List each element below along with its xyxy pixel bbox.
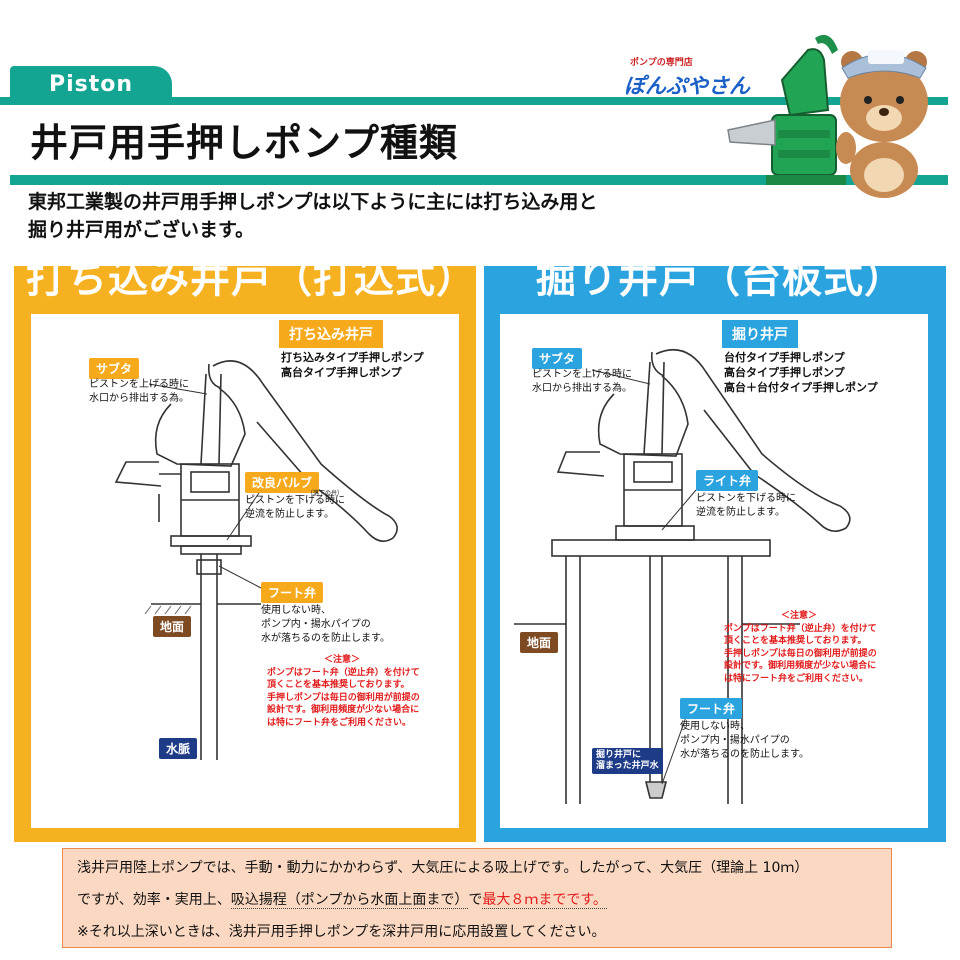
note-line: 手押しポンプは毎日の御利用が前提の <box>267 692 420 703</box>
valve-sub: （落下の弁） <box>307 490 344 497</box>
note-line: 設計です。御利用頻度が少ない場合に <box>267 705 420 715</box>
suction-note-box: 浅井戸用陸上ポンプでは、手動・動力にかかわらず、大気圧による吸上げです。したがっ… <box>62 848 892 948</box>
foot-desc-line: 使用しない時、 <box>680 721 750 732</box>
valve-desc-line: ピストンを下げる時に <box>245 495 345 506</box>
type-tag-dug-well: 掘り井戸 <box>722 320 798 348</box>
type-tag-driven-well: 打ち込み井戸 <box>279 320 383 348</box>
header-band <box>0 97 948 105</box>
foot-valve-tag: フート弁 <box>680 698 743 719</box>
footer-line-1: 浅井戸用陸上ポンプでは、手動・動力にかかわらず、大気圧による吸上げです。したがっ… <box>77 860 809 876</box>
ground-tag: 地面 <box>153 616 192 637</box>
type-item: 高台タイプ手押しポンプ <box>724 366 845 379</box>
foot-valve-description: 使用しない時、 ポンプ内・揚水パイプの 水が落ちるのを防止します。 <box>261 604 390 646</box>
note-line: は特にフート弁をご利用ください。 <box>267 717 412 728</box>
note-line: ポンプはフート弁（逆止弁）を付けて <box>724 623 877 634</box>
piston-tab: Piston <box>10 66 172 104</box>
panel-inner-dug-well: 掘り井戸 台付タイプ手押しポンプ 高台タイプ手押しポンプ 高台＋台付タイプ手押し… <box>500 314 928 828</box>
cap-desc-line: 水口から排出する為。 <box>532 383 632 394</box>
intro-line-2: 掘り井戸用がございます。 <box>28 219 255 241</box>
valve-description: ピストンを下げる時に 逆流を防止します。 <box>245 494 345 522</box>
footer-line-2-b: 吸込揚程（ポンプから水面上面まで） <box>230 892 469 909</box>
type-list-dug-well: 台付タイプ手押しポンプ 高台タイプ手押しポンプ 高台＋台付タイプ手押しポンプ <box>724 350 878 395</box>
well-water-line: 掘り井戸に <box>596 750 642 760</box>
footer-line-3: ※それ以上深いときは、浅井戸用手押しポンプを深井戸用に応用設置してください。 <box>77 924 606 940</box>
type-item: 高台＋台付タイプ手押しポンプ <box>724 381 878 394</box>
cap-desc-line: ピストンを上げる時に <box>532 369 632 380</box>
well-water-line: 溜まった井戸水 <box>596 761 659 771</box>
foot-desc-line: ポンプ内・揚水パイプの <box>261 619 371 630</box>
intro-line-1: 東邦工業製の井戸用手押しポンプは以下ように主には打ち込み用と <box>28 191 598 213</box>
foot-desc-line: 水が落ちるのを防止します。 <box>680 749 809 760</box>
foot-valve-description: 使用しない時、 ポンプ内・揚水パイプの 水が落ちるのを防止します。 <box>680 720 809 762</box>
bear-mascot-icon <box>836 50 928 198</box>
type-item: 台付タイプ手押しポンプ <box>724 351 845 364</box>
valve-desc-line: 逆流を防止します。 <box>245 509 334 520</box>
panel-heading-driven-well: 打ち込み井戸（打込式） <box>26 256 477 302</box>
valve-tag-label: 改良バルブ <box>252 476 313 490</box>
note-line: ポンプはフート弁（逆止弁）を付けて <box>267 667 420 678</box>
ground-tag: 地面 <box>520 632 559 653</box>
note-line: 手押しポンプは毎日の御利用が前提の <box>724 648 877 659</box>
note-line: 頂くことを基本推奨しております。 <box>267 680 410 690</box>
shop-tagline: ポンプの専門店 <box>630 58 693 68</box>
note-line: 頂くことを基本推奨しております。 <box>724 636 867 646</box>
intro-text: 東邦工業製の井戸用手押しポンプは以下ように主には打ち込み用と 掘り井戸用がござい… <box>28 188 597 244</box>
valve-tag: 改良バルブ <box>245 472 320 493</box>
type-item: 打ち込みタイプ手押しポンプ <box>281 351 424 364</box>
cap-description: ピストンを上げる時に 水口から排出する為。 <box>89 378 189 406</box>
note-line: ＜注意＞ <box>323 655 360 665</box>
foot-desc-line: ポンプ内・揚水パイプの <box>680 735 790 746</box>
water-vein-tag: 水脈 <box>159 738 198 759</box>
driven-well-pump-diagram <box>114 360 398 760</box>
valve-description: ピストンを下げる時に 逆流を防止します。 <box>696 492 796 520</box>
note-line: は特にフート弁をご利用ください。 <box>724 673 869 684</box>
dug-well-pump-diagram <box>514 348 851 804</box>
note-line: ＜注意＞ <box>780 611 817 621</box>
green-pump-icon <box>727 34 846 185</box>
shop-logo: ぽんぷやさん <box>624 74 750 98</box>
cap-description: ピストンを上げる時に 水口から排出する為。 <box>532 368 632 396</box>
note-line: 設計です。御利用頻度が少ない場合に <box>724 661 877 671</box>
footer-max-depth: 最大８ｍまでです。 <box>482 892 607 909</box>
mascot-illustration <box>727 34 928 198</box>
valve-desc-line: ピストンを下げる時に <box>696 493 796 504</box>
cap-tag: サブタ <box>89 358 140 379</box>
well-water-tag: 掘り井戸に 溜まった井戸水 <box>592 748 663 774</box>
footer-line-2-c: で <box>468 892 483 908</box>
foot-desc-line: 水が落ちるのを防止します。 <box>261 633 390 644</box>
valve-desc-line: 逆流を防止します。 <box>696 507 785 518</box>
type-list-driven-well: 打ち込みタイプ手押しポンプ 高台タイプ手押しポンプ <box>281 350 424 380</box>
foot-desc-line: 使用しない時、 <box>261 605 331 616</box>
foot-valve-tag: フート弁 <box>261 582 324 603</box>
footer-line-2: ですが、効率・実用上、吸込揚程（ポンプから水面上面まで）で最大８ｍまでです。 <box>77 889 607 909</box>
footer-line-2-a: ですが、効率・実用上、 <box>77 892 231 908</box>
cap-desc-line: ピストンを上げる時に <box>89 379 189 390</box>
caution-note: ＜注意＞ ポンプはフート弁（逆止弁）を付けて 頂くことを基本推奨しております。 … <box>267 654 420 729</box>
type-item: 高台タイプ手押しポンプ <box>281 366 402 379</box>
valve-tag: ライト弁 <box>696 470 759 491</box>
panel-heading-dug-well: 掘り井戸（台板式） <box>536 256 905 302</box>
panel-inner-driven-well: 打ち込み井戸 打ち込みタイプ手押しポンプ 高台タイプ手押しポンプ サブタ ピスト… <box>31 314 459 828</box>
cap-tag: サブタ <box>532 348 583 369</box>
page-title: 井戸用手押しポンプ種類 <box>30 121 458 165</box>
cap-desc-line: 水口から排出する為。 <box>89 393 189 404</box>
caution-note: ＜注意＞ ポンプはフート弁（逆止弁）を付けて 頂くことを基本推奨しております。 … <box>724 610 877 685</box>
